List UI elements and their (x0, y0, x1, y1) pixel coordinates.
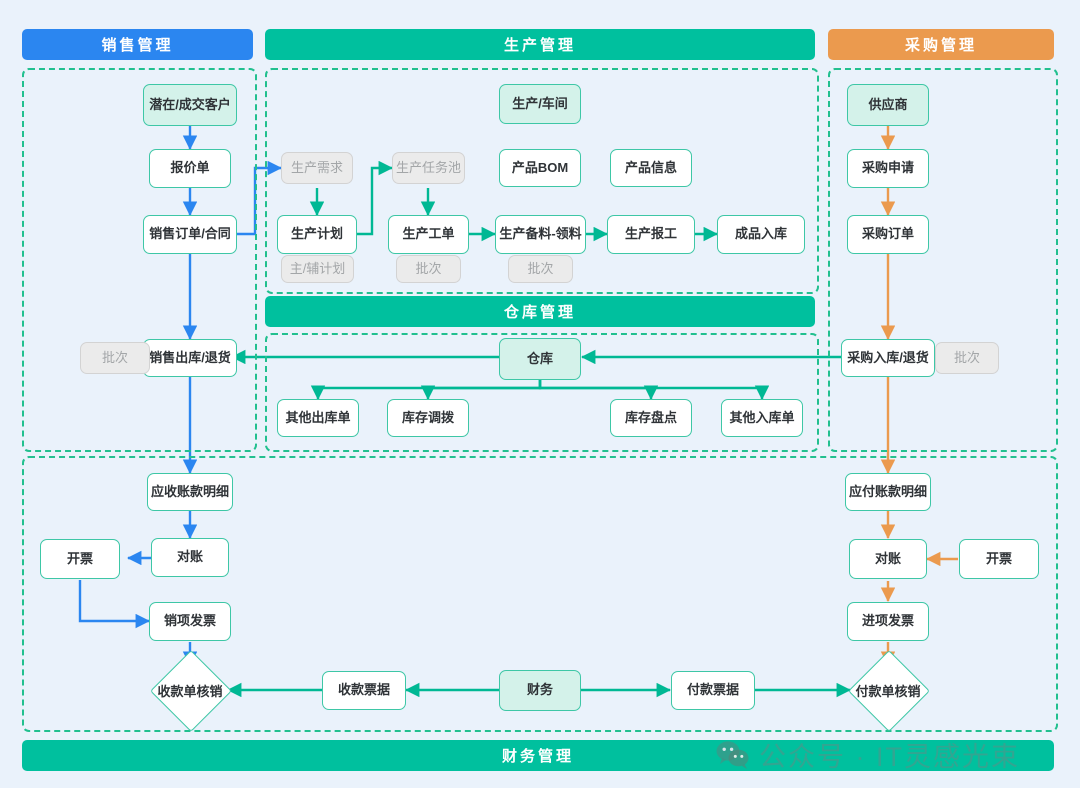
node-ap-detail[interactable]: 应付账款明细 (845, 473, 931, 511)
node-input-invoice[interactable]: 进项发票 (847, 602, 929, 641)
diamond-label: 付款单核销 (855, 683, 921, 699)
node-purchase-inbound[interactable]: 采购入库/退货 (841, 339, 935, 377)
header-purchase: 采购管理 (828, 29, 1054, 60)
node-finished-goods-in[interactable]: 成品入库 (717, 215, 805, 254)
header-production: 生产管理 (265, 29, 815, 60)
node-quotation[interactable]: 报价单 (149, 149, 231, 188)
node-ar-invoicing[interactable]: 开票 (40, 539, 120, 579)
diamond-label: 收款单核销 (157, 683, 223, 699)
node-ar-reconcile[interactable]: 对账 (151, 538, 229, 577)
node-payment-voucher[interactable]: 付款票据 (671, 671, 755, 710)
node-work-report[interactable]: 生产报工 (607, 215, 695, 254)
node-other-inbound[interactable]: 其他入库单 (721, 399, 803, 437)
node-stock-count[interactable]: 库存盘点 (610, 399, 692, 437)
node-receipt-writeoff[interactable]: 收款单核销 (134, 649, 246, 733)
node-purchase-order[interactable]: 采购订单 (847, 215, 929, 254)
node-product-info[interactable]: 产品信息 (610, 149, 692, 187)
node-workorder-batch[interactable]: 批次 (396, 255, 461, 283)
node-task-pool[interactable]: 生产任务池 (392, 152, 465, 184)
node-supplier[interactable]: 供应商 (847, 84, 929, 126)
node-purchase-request[interactable]: 采购申请 (847, 149, 929, 188)
node-ap-reconcile[interactable]: 对账 (849, 539, 927, 579)
node-output-invoice[interactable]: 销项发票 (149, 602, 231, 641)
header-sales: 销售管理 (22, 29, 253, 60)
group-production (265, 68, 819, 294)
group-sales (22, 68, 257, 452)
node-sales-order[interactable]: 销售订单/合同 (143, 215, 237, 254)
node-warehouse[interactable]: 仓库 (499, 338, 581, 380)
node-ar-detail[interactable]: 应收账款明细 (147, 473, 233, 511)
node-plan-tag[interactable]: 主/辅计划 (281, 255, 354, 283)
header-finance: 财务管理 (22, 740, 1054, 771)
node-production-demand[interactable]: 生产需求 (281, 152, 353, 184)
group-finance (22, 456, 1058, 732)
node-work-order[interactable]: 生产工单 (388, 215, 469, 254)
node-workshop[interactable]: 生产/车间 (499, 84, 581, 124)
node-material-prep[interactable]: 生产备料-领料 (495, 215, 586, 254)
group-purchase (828, 68, 1058, 452)
group-warehouse (265, 333, 819, 452)
node-purchase-batch[interactable]: 批次 (935, 342, 999, 374)
node-stock-transfer[interactable]: 库存调拨 (387, 399, 469, 437)
node-prep-batch[interactable]: 批次 (508, 255, 573, 283)
node-product-bom[interactable]: 产品BOM (499, 149, 581, 187)
node-sales-outbound[interactable]: 销售出库/退货 (143, 339, 237, 377)
node-ap-invoicing[interactable]: 开票 (959, 539, 1039, 579)
node-sales-batch[interactable]: 批次 (80, 342, 150, 374)
node-potential-customer[interactable]: 潜在/成交客户 (143, 84, 237, 126)
node-other-outbound[interactable]: 其他出库单 (277, 399, 359, 437)
header-warehouse: 仓库管理 (265, 296, 815, 327)
node-finance-center[interactable]: 财务 (499, 670, 581, 711)
node-receipt-voucher[interactable]: 收款票据 (322, 671, 406, 710)
node-payment-writeoff[interactable]: 付款单核销 (832, 649, 944, 733)
node-production-plan[interactable]: 生产计划 (277, 215, 357, 254)
